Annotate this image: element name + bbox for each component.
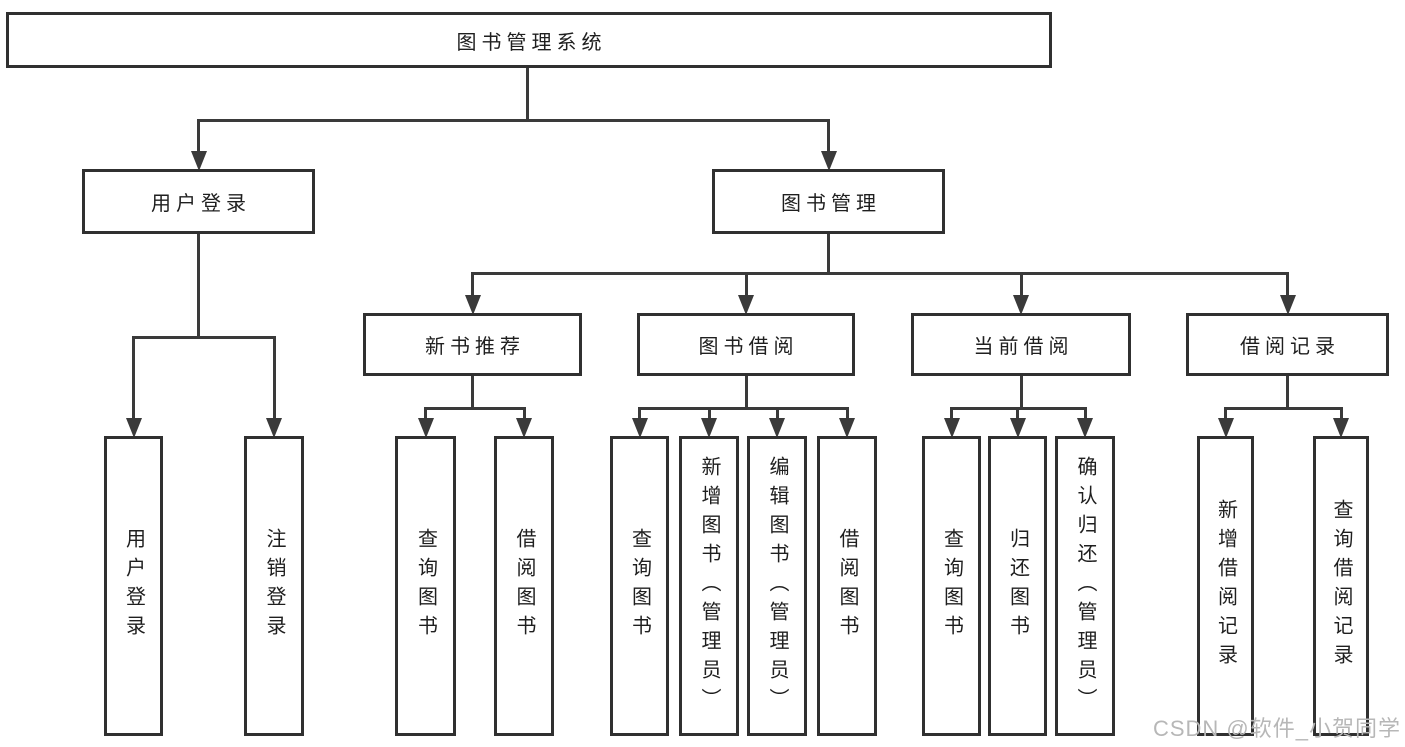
node-nb-borrow: 借阅图书	[494, 436, 554, 736]
arrowhead-down-icon	[1217, 418, 1234, 438]
connector-drop-line	[525, 68, 529, 122]
connector-drop-line	[744, 376, 748, 410]
node-rec-query: 查询借阅记录	[1313, 436, 1369, 736]
arrowhead-down-icon	[1013, 295, 1029, 315]
connector-arrow-stem	[775, 407, 779, 418]
connector-arrow-stem	[197, 119, 200, 151]
connector-arrow-stem	[522, 407, 526, 418]
connector-arrow-stem	[1019, 272, 1023, 295]
arrowhead-down-icon	[1333, 418, 1349, 438]
connector-arrow-stem	[1286, 272, 1289, 295]
node-cb-confirm: 确认归还（管理员）	[1055, 436, 1115, 736]
connector-arrow-stem	[424, 407, 427, 418]
arrowhead-down-icon	[701, 418, 717, 438]
connector-arrow-stem	[1083, 407, 1087, 418]
arrowhead-down-icon	[943, 418, 960, 438]
arrowhead-down-icon	[417, 418, 434, 438]
node-borrow-record: 借阅记录	[1186, 313, 1389, 376]
connector-branch-line	[424, 407, 526, 410]
node-login-user: 用户登录	[104, 436, 163, 736]
connector-branch-line	[638, 407, 849, 410]
node-login-logout: 注销登录	[244, 436, 304, 736]
connector-drop-line	[471, 376, 474, 410]
arrowhead-down-icon	[464, 295, 481, 315]
node-bb-query: 查询图书	[610, 436, 669, 736]
node-cb-return: 归还图书	[988, 436, 1047, 736]
arrowhead-down-icon	[516, 418, 532, 438]
connector-arrow-stem	[132, 336, 135, 418]
node-nb-query: 查询图书	[395, 436, 456, 736]
connector-arrow-stem	[827, 119, 830, 151]
connector-branch-line	[197, 119, 830, 122]
node-current-borrow: 当前借阅	[911, 313, 1131, 376]
connector-branch-line	[1224, 407, 1343, 410]
node-bb-borrow: 借阅图书	[817, 436, 877, 736]
connector-arrow-stem	[950, 407, 953, 418]
connector-arrow-stem	[744, 272, 748, 295]
arrowhead-down-icon	[839, 418, 855, 438]
connector-arrow-stem	[1224, 407, 1227, 418]
connector-branch-line	[132, 336, 276, 339]
arrowhead-down-icon	[1009, 418, 1026, 438]
connector-drop-line	[1286, 376, 1289, 410]
connector-arrow-stem	[707, 407, 711, 418]
connector-arrow-stem	[1339, 407, 1343, 418]
node-root: 图书管理系统	[6, 12, 1052, 68]
arrowhead-down-icon	[769, 418, 785, 438]
connector-drop-line	[827, 234, 830, 275]
arrowhead-down-icon	[1279, 295, 1296, 315]
connector-arrow-stem	[471, 272, 474, 295]
arrowhead-down-icon	[738, 295, 754, 315]
arrowhead-down-icon	[266, 418, 282, 438]
node-user-login: 用户登录	[82, 169, 315, 234]
connector-arrow-stem	[638, 407, 641, 418]
node-bb-edit: 编辑图书（管理员）	[747, 436, 807, 736]
connector-drop-line	[197, 234, 200, 339]
connector-drop-line	[1019, 376, 1023, 410]
node-cb-query: 查询图书	[922, 436, 981, 736]
connector-arrow-stem	[272, 336, 276, 418]
connector-branch-line	[471, 272, 1289, 275]
node-new-book-rec: 新书推荐	[363, 313, 582, 376]
arrowhead-down-icon	[190, 151, 207, 171]
connector-arrow-stem	[1016, 407, 1019, 418]
node-rec-add: 新增借阅记录	[1197, 436, 1254, 736]
arrowhead-down-icon	[631, 418, 648, 438]
node-bb-add: 新增图书（管理员）	[679, 436, 739, 736]
arrowhead-down-icon	[1077, 418, 1093, 438]
csdn-watermark: CSDN @软件_小贺同学	[1152, 716, 1401, 741]
connector-arrow-stem	[845, 407, 849, 418]
arrowhead-down-icon	[125, 418, 142, 438]
node-book-borrow: 图书借阅	[637, 313, 855, 376]
arrowhead-down-icon	[820, 151, 837, 171]
node-book-mgmt: 图书管理	[712, 169, 945, 234]
